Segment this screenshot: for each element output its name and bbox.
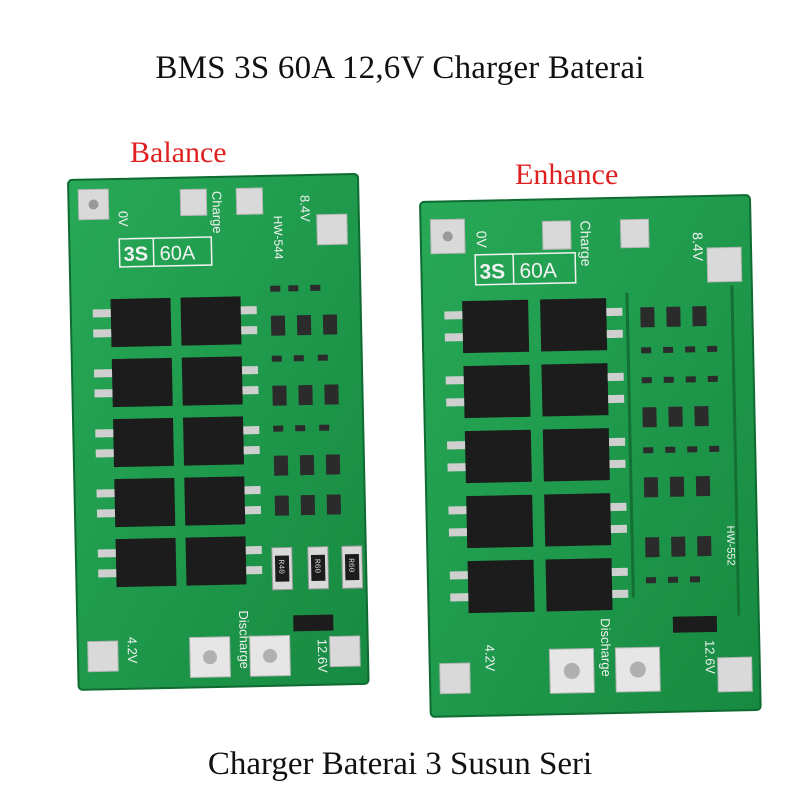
badge-current: 60A — [159, 242, 196, 265]
badge-3s-60a: 3S 60A — [118, 236, 213, 268]
silk-top-charge: Charge — [577, 220, 594, 266]
bottom-pads — [87, 634, 361, 679]
ic-chip — [672, 615, 718, 633]
top-pads — [77, 187, 348, 246]
silk-bottom-42v: 4.2V — [482, 644, 498, 671]
smd-components — [270, 284, 342, 516]
silk-top-0v: 0V — [116, 211, 131, 228]
resistor-label-3: R60 — [346, 558, 355, 573]
silk-bottom-discharge: Discharge — [598, 618, 614, 677]
badge-cells: 3S — [479, 260, 505, 284]
silk-bottom-126v: 12.6V — [702, 640, 718, 675]
silk-top-84v: 8.4V — [690, 232, 707, 262]
mosfet-array — [444, 298, 629, 614]
silk-top-84v: 8.4V — [297, 195, 313, 222]
top-pads — [429, 218, 743, 283]
variant-label-balance: Balance — [130, 136, 227, 169]
silk-bottom-discharge: Discharge — [236, 610, 252, 669]
resistor-label-2: R60 — [312, 559, 321, 574]
badge-3s-60a: 3S 60A — [474, 251, 577, 286]
mosfet-array — [92, 296, 263, 588]
silk-top-charge: Charge — [209, 191, 225, 234]
silk-top-0v: 0V — [474, 231, 490, 249]
smd-components — [640, 306, 720, 584]
silk-model: HW-544 — [271, 215, 286, 259]
badge-current: 60A — [519, 259, 557, 283]
silk-model: HW-552 — [724, 525, 737, 565]
variant-label-enhance: Enhance — [515, 158, 619, 191]
pcb-board-balance: 0V Charge 8.4V HW-544 3S 60A — [67, 173, 370, 691]
badge-cells: 3S — [123, 243, 148, 266]
shunt-resistors: R40 R60 R60 — [271, 545, 364, 591]
bottom-pads — [439, 646, 753, 695]
pcb-board-enhance: 0V Charge 8.4V 3S 60A — [419, 194, 762, 718]
silk-bottom-126v: 12.6V — [315, 639, 331, 674]
product-subtitle: Charger Baterai 3 Susun Seri — [207, 746, 593, 782]
product-title: BMS 3S 60A 12,6V Charger Baterai — [155, 50, 645, 86]
ic-chip — [293, 614, 334, 632]
resistor-label-1: R40 — [276, 560, 285, 575]
silk-bottom-42v: 4.2V — [125, 637, 141, 664]
